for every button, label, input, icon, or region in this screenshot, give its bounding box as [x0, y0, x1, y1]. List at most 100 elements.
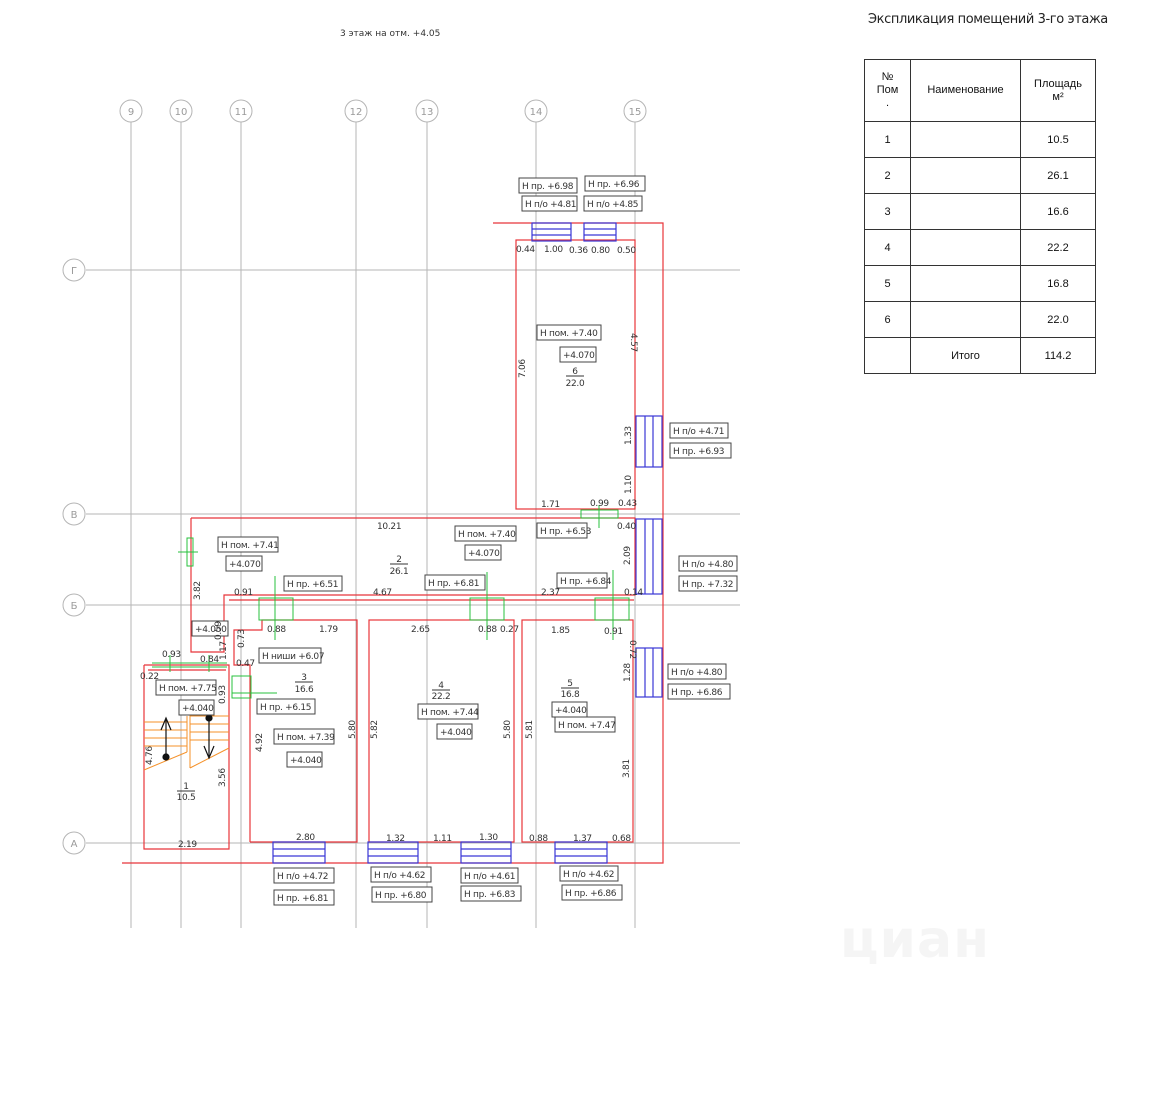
tag-text: Н пр. +6.96	[588, 180, 640, 190]
dimension-label: 1.33	[624, 426, 634, 445]
axis-label-12: 12	[350, 107, 363, 118]
room-5-number: 5	[567, 679, 572, 689]
tag-text: Н пом. +7.39	[277, 733, 335, 743]
elevation-tag: Н п/о +4.62	[370, 866, 432, 883]
dimension-label: 0.72	[627, 640, 637, 659]
room-2-area: 26.1	[390, 567, 409, 577]
tag-text: +4.050	[195, 625, 227, 635]
tag-text: Н пом. +7.41	[221, 541, 279, 551]
dimension-label: 1.71	[541, 500, 560, 510]
tag-text: +4.040	[440, 728, 472, 738]
windows	[272, 222, 663, 864]
tag-text: Н пр. +6.53	[540, 527, 591, 537]
dimension-label: 4.57	[628, 333, 638, 352]
dimension-label: 0.99	[590, 499, 609, 509]
elevation-tag: Н п/о +4.81	[521, 195, 578, 212]
cell-name	[910, 121, 1021, 158]
dimension-label: 0.50	[617, 246, 636, 256]
tag-text: Н п/о +4.71	[673, 427, 724, 437]
elevation-tag: Н пр. +6.86	[667, 683, 731, 700]
tag-text: Н пом. +7.75	[159, 684, 217, 694]
elevation-tag: Н п/о +4.80	[678, 555, 738, 572]
doors	[152, 505, 630, 699]
tag-text: Н пр. +6.15	[260, 703, 311, 713]
room-1-number: 1	[183, 782, 188, 792]
room-3-area: 16.6	[295, 685, 314, 695]
room-1-area: 10.5	[177, 793, 196, 803]
elevation-tag: Н п/о +4.72	[273, 867, 335, 884]
tag-text: +4.040	[182, 704, 214, 714]
elevation-tag: Н п/о +4.71	[669, 422, 729, 439]
tag-text: +4.070	[468, 549, 500, 559]
dimension-label: 1.11	[433, 834, 452, 844]
dimension-label: 0.73	[237, 629, 247, 648]
tag-text: Н пом. +7.40	[458, 530, 516, 540]
tag-text: Н пр. +6.83	[464, 890, 515, 900]
dimension-label: 0.93	[218, 685, 228, 704]
elevation-tag: +4.040	[178, 699, 215, 716]
tag-text: Н п/о +4.62	[374, 871, 425, 881]
dimension-label: 0.88	[478, 625, 497, 635]
dimension-label: 2.65	[411, 625, 430, 635]
dimension-label: 1.37	[573, 834, 592, 844]
dimension-label: 10.21	[377, 522, 401, 532]
tag-text: +4.070	[563, 351, 595, 361]
cian-watermark: циан	[840, 910, 990, 970]
dimension-label: 5.80	[503, 720, 513, 739]
elevation-tag: Н пр. +6.81	[273, 889, 335, 906]
tag-text: Н пр. +6.81	[428, 579, 479, 589]
elevation-tag: +4.070	[559, 346, 597, 363]
tag-text: Н пр. +6.86	[671, 688, 723, 698]
dimension-label: 1.10	[624, 475, 634, 494]
elevation-tag: +4.070	[464, 544, 502, 561]
tag-text: Н пом. +7.47	[558, 721, 616, 731]
room-5-area: 16.8	[561, 690, 580, 700]
axis-label-a: А	[71, 839, 78, 850]
dimension-label: 0.93	[162, 650, 181, 660]
dimension-label: 4.92	[255, 733, 265, 752]
elevation-tag: Н пом. +7.75	[155, 679, 217, 696]
dimension-label: 3.82	[193, 581, 203, 600]
elevation-tag: Н п/о +4.62	[559, 865, 619, 882]
tag-text: Н п/о +4.80	[671, 668, 723, 678]
dimension-label: 5.81	[525, 720, 535, 739]
tag-text: +4.040	[290, 756, 322, 766]
dimension-label: 0.27	[500, 625, 519, 635]
tag-text: Н пр. +6.81	[277, 894, 328, 904]
tag-text: Н п/о +4.61	[464, 872, 515, 882]
room-labels: 6 22.0 2 26.1 3 16.6 4 22.2 5 16.8 1 10.…	[177, 367, 586, 803]
dimension-label: 0.14	[624, 588, 643, 598]
dimension-label: 0.36	[569, 246, 588, 256]
dimension-label: 2.09	[623, 546, 633, 565]
elevation-tag: Н пом. +7.41	[217, 536, 279, 553]
elevation-tag: Н п/о +4.85	[583, 195, 643, 212]
elevation-tag: +4.040	[436, 723, 473, 740]
cell-name	[910, 265, 1021, 302]
dimension-label: 0.59	[214, 621, 224, 640]
cell-area: 22.0	[1020, 301, 1096, 338]
dimension-label: 1.79	[319, 625, 338, 635]
tag-text: Н п/о +4.72	[277, 872, 328, 882]
dimension-label: 0.47	[236, 659, 255, 669]
elevation-tag: Н пр. +6.84	[556, 572, 612, 589]
cell-name	[910, 157, 1021, 194]
cell-num: 4	[864, 229, 911, 266]
elevation-tag: Н пр. +6.98	[518, 177, 578, 194]
cell-num: 1	[864, 121, 911, 158]
room-2-number: 2	[396, 555, 401, 565]
dimension-label: 0.88	[267, 625, 286, 635]
elevation-tag: Н п/о +4.61	[460, 867, 519, 884]
tag-text: Н пр. +6.80	[375, 891, 427, 901]
tag-text: Н пр. +6.98	[522, 182, 574, 192]
dimension-label: 5.82	[370, 720, 380, 739]
room-6-area: 22.0	[566, 379, 585, 389]
elevation-tag: Н пр. +6.15	[256, 698, 316, 715]
elevation-tag: +4.050	[191, 620, 229, 637]
room-4-number: 4	[438, 681, 444, 691]
